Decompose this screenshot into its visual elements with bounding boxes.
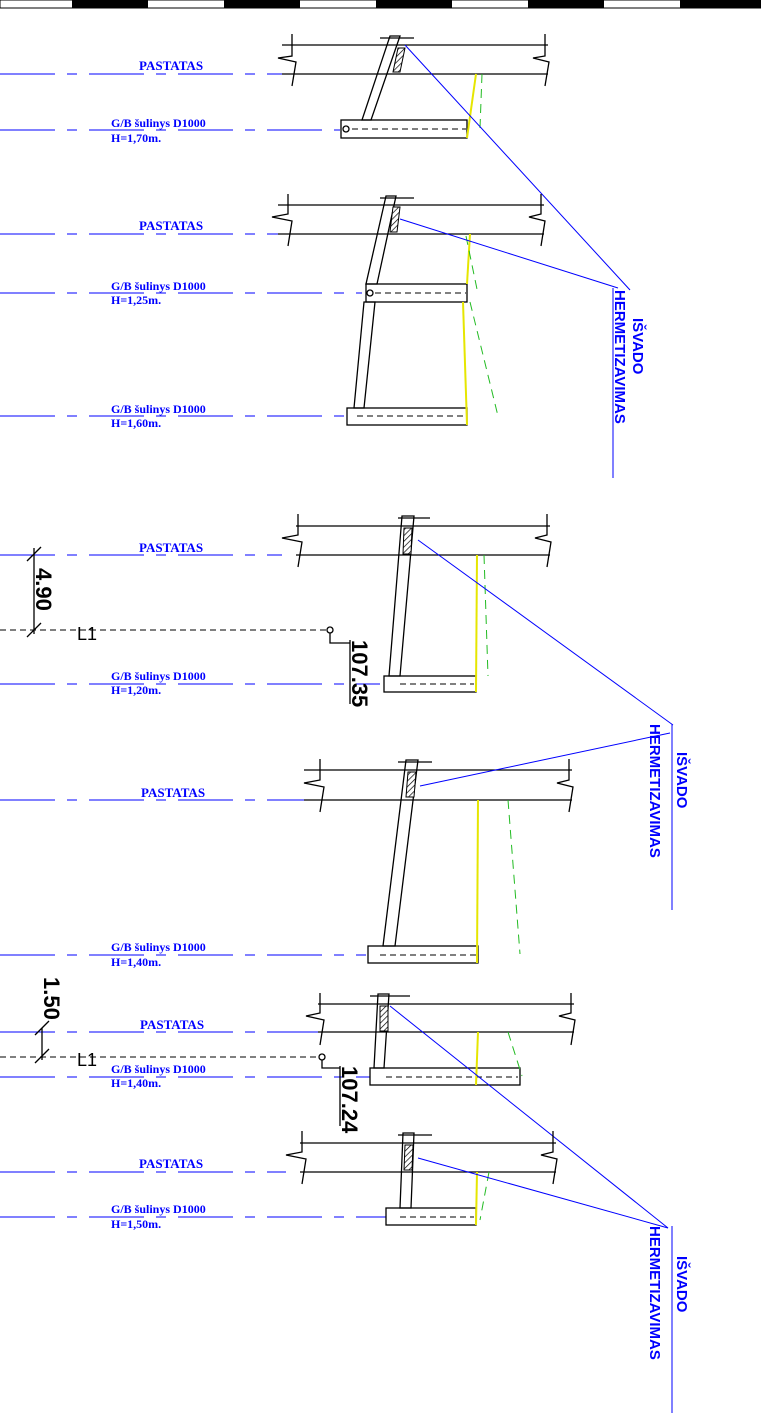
label-h-5: H=1,40m. — [111, 1076, 161, 1090]
dim-490: 4.90 — [31, 568, 56, 611]
label-sulinys-5: G/B šulinys D1000 — [111, 1062, 206, 1076]
label-h-2a: H=1,25m. — [111, 293, 161, 307]
label-pastatas-1: PASTATAS — [139, 58, 203, 73]
label-pastatas-4: PASTATAS — [141, 785, 205, 800]
section-6: PASTATAS G/B šulinys D1000 H=1,50m. — [0, 1131, 669, 1231]
label-pastatas-3: PASTATAS — [139, 540, 203, 555]
label-h-6: H=1,50m. — [111, 1217, 161, 1231]
isvado-label-2: HERMETIZAVIMAS IŠVADO — [646, 724, 691, 910]
label-sulinys-2a: G/B šulinys D1000 — [111, 279, 206, 293]
label-l1-b: L1 — [77, 1050, 97, 1070]
label-sulinys-1: G/B šulinys D1000 — [111, 116, 206, 130]
label-pastatas-5: PASTATAS — [140, 1017, 204, 1032]
label-h-4: H=1,40m. — [111, 955, 161, 969]
label-sulinys-3: G/B šulinys D1000 — [111, 669, 206, 683]
label-h-3: H=1,20m. — [111, 683, 161, 697]
isvado-label-1: HERMETIZAVIMAS IŠVADO — [611, 288, 647, 478]
section-3: 4.90 L1 107.35 PASTATAS G/B šulinys D100… — [0, 514, 674, 726]
label-isvado-3: IŠVADO — [673, 1256, 691, 1313]
label-sulinys-2b: G/B šulinys D1000 — [111, 402, 206, 416]
scale-bar — [0, 0, 761, 9]
label-pastatas-6: PASTATAS — [139, 1156, 203, 1171]
section-2: PASTATAS G/B šulinys D1000 H=1,25m. G/B … — [0, 194, 619, 430]
label-sulinys-4: G/B šulinys D1000 — [111, 940, 206, 954]
section-5: 1.50 L1 107.24 PASTATAS G/B šulinys D100… — [0, 977, 669, 1229]
label-sulinys-6: G/B šulinys D1000 — [111, 1202, 206, 1216]
label-isvado-1: IŠVADO — [629, 318, 647, 375]
section-1: PASTATAS G/B šulinys D1000 H=1,70m. — [0, 34, 631, 291]
label-hermetizavimas-1: HERMETIZAVIMAS — [611, 290, 628, 424]
label-isvado-2: IŠVADO — [673, 752, 691, 809]
dim-150: 1.50 — [39, 977, 64, 1020]
label-hermetizavimas-2: HERMETIZAVIMAS — [646, 724, 663, 858]
label-h-1: H=1,70m. — [111, 131, 161, 145]
label-l1-a: L1 — [77, 624, 97, 644]
elev-10724: 107.24 — [337, 1066, 362, 1134]
label-hermetizavimas-3: HERMETIZAVIMAS — [646, 1226, 663, 1360]
section-4: PASTATAS G/B šulinys D1000 H=1,40m. — [0, 732, 671, 969]
elev-10735: 107.35 — [347, 640, 372, 707]
isvado-label-3: HERMETIZAVIMAS IŠVADO — [646, 1226, 691, 1413]
label-pastatas-2: PASTATAS — [139, 218, 203, 233]
label-h-2b: H=1,60m. — [111, 416, 161, 430]
